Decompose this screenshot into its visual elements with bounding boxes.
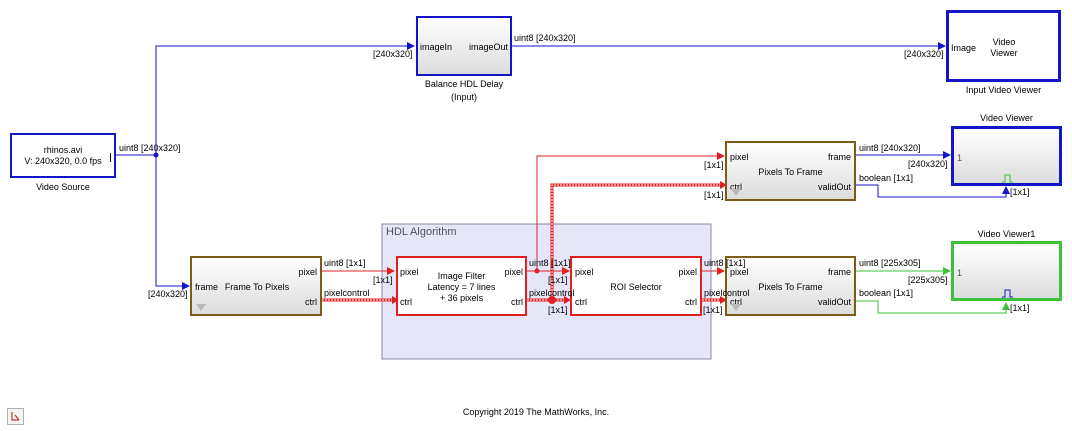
pixels-to-frame-top-block[interactable]: pixel ctrl frame validOut Pixels To Fram… [725, 141, 856, 201]
branch-dot [153, 152, 159, 158]
model-browser-icon[interactable] [7, 408, 24, 425]
ptf-top-pixel-port: pixel [730, 152, 749, 162]
roi-pixel-in: pixel [575, 267, 594, 277]
input-video-viewer-block[interactable]: Image Video Viewer [946, 10, 1061, 82]
input-video-viewer-name: Input Video Viewer [965, 85, 1042, 95]
roi-ctrl-in: ctrl [575, 297, 587, 307]
image-port: Image [951, 43, 977, 53]
ctrl-bus-inner [322, 184, 722, 301]
red-signals [322, 152, 725, 275]
f2p-in-dim: [240x320] [148, 289, 188, 299]
ptf-top-ctrl-port: ctrl [730, 182, 742, 192]
delay-in-dim: [240x320] [373, 49, 413, 59]
pixels-to-frame-bottom-block[interactable]: pixel ctrl frame validOut Pixels To Fram… [725, 256, 856, 316]
filter-pixel-in-dim: [1x1] [373, 275, 393, 285]
ptf-bot-valid-dim: [1x1] [1010, 303, 1030, 313]
down-arrow-icon [731, 304, 741, 311]
roi-pixel-out: pixel [678, 267, 697, 277]
ptf-bot-title: Pixels To Frame [758, 282, 823, 292]
roi-ctrl-out: ctrl [685, 297, 697, 307]
ptf-bot-frame-dim: [225x305] [908, 275, 948, 285]
image-filter-block[interactable]: pixel ctrl pixel ctrl Image Filter Laten… [396, 256, 527, 316]
pixel-branch-dot [534, 268, 540, 274]
copyright-text: Copyright 2019 The MathWorks, Inc. [462, 407, 610, 417]
video-source-name: Video Source [36, 182, 90, 192]
down-arrow-icon [196, 304, 206, 311]
f2p-ctrl-label: pixelcontrol [324, 288, 370, 298]
ptf-top-frame-dim: [240x320] [908, 159, 948, 169]
ptf-top-title: Pixels To Frame [758, 167, 823, 177]
frame-port: frame [195, 282, 219, 292]
ctrl-bus-arrows [392, 181, 727, 304]
ptf-top-valid-label: boolean [1x1] [859, 173, 914, 183]
blue-signals [116, 42, 1010, 290]
f2p-pixel-label: uint8 [1x1] [324, 258, 366, 268]
down-arrow-icon [731, 189, 741, 196]
green-signals [856, 267, 1010, 314]
filter-out-ctrl-label: pixelcontrol [529, 288, 575, 298]
video-viewer-name: Video Viewer [980, 113, 1033, 123]
input-viewer-line1: Video [992, 37, 1016, 47]
balance-hdl-delay-name1: Balance HDL Delay [424, 79, 504, 89]
video-viewer1-block[interactable]: 1 [951, 241, 1062, 301]
arrow-icon [11, 412, 20, 421]
image-filter-line2: Latency = 7 lines [427, 282, 496, 292]
filter-out-pixel-label: uint8 [1x1] [529, 258, 571, 268]
ptf-top-pixel-dim: [1x1] [704, 160, 724, 170]
ptf-bot-ctrl-port: ctrl [730, 297, 742, 307]
roi-out-ctrl-label: pixelcontrol [704, 288, 750, 298]
imageout-port: imageOut [468, 42, 508, 52]
video-viewer-port: 1 [957, 153, 963, 163]
frame-to-pixels-block[interactable]: frame Frame To Pixels pixel ctrl [190, 256, 322, 316]
roi-in-dim-top: [1x1] [548, 275, 568, 285]
filter-pixel-out: pixel [504, 267, 523, 277]
video-viewer1-port: 1 [957, 268, 963, 278]
roi-in-dim-bottom: [1x1] [548, 305, 568, 315]
video-source-block[interactable]: rhinos.avi V: 240x320, 0.0 fps [10, 133, 116, 178]
filter-pixel-in: pixel [400, 267, 419, 277]
roi-selector-block[interactable]: pixel ctrl pixel ctrl ROI Selector [570, 256, 702, 316]
to-delay-line [155, 42, 415, 155]
pulse-icon [1002, 174, 1013, 183]
filter-ctrl-in: ctrl [400, 297, 412, 307]
roi-out-dim: [1x1] [703, 305, 723, 315]
ptf-top-frame-port: frame [827, 152, 851, 162]
ctrl-branch-dot [548, 296, 556, 304]
ptf-bot-frame-port: frame [827, 267, 851, 277]
ptf-top-valid-dim: [1x1] [1010, 187, 1030, 197]
input-viewer-line2: Viewer [990, 48, 1018, 58]
delay-out-label: uint8 [240x320] [514, 33, 576, 43]
ptf-bot-valid-port: validOut [817, 297, 851, 307]
imagein-port: imageIn [420, 42, 453, 52]
to-frame-to-pixels-line [155, 155, 190, 290]
valid-top-line [856, 184, 1010, 198]
balance-hdl-delay-name2: (Input) [450, 92, 477, 102]
roi-selector-title: ROI Selector [610, 282, 662, 292]
ptf-top-ctrl-dim: [1x1] [704, 190, 724, 200]
ptf-bot-frame-label: uint8 [225x305] [859, 258, 921, 268]
balance-hdl-delay-block[interactable]: imageIn imageOut [416, 16, 512, 76]
image-filter-line3: + 36 pixels [439, 293, 484, 303]
video-source-format: V: 240x320, 0.0 fps [24, 156, 102, 166]
frame-to-pixels-title: Frame To Pixels [224, 282, 290, 292]
filter-ctrl-out: ctrl [511, 297, 523, 307]
video-viewer-block[interactable]: 1 [951, 126, 1062, 186]
roi-out-pixel-label: uint8 [1x1] [704, 258, 746, 268]
viewer-in-dim: [240x320] [904, 49, 944, 59]
image-filter-line1: Image Filter [437, 271, 486, 281]
ptf-bot-pixel-port: pixel [730, 267, 749, 277]
pulse-icon [1002, 289, 1013, 298]
ptf-bot-valid-label: boolean [1x1] [859, 288, 914, 298]
ptf-top-frame-label: uint8 [240x320] [859, 143, 921, 153]
pixel-port: pixel [298, 267, 317, 277]
ctrl-port: ctrl [305, 297, 317, 307]
video-viewer1-name: Video Viewer1 [977, 229, 1036, 239]
video-source-file: rhinos.avi [43, 145, 83, 155]
hdl-algorithm-title: HDL Algorithm [386, 226, 457, 238]
port-mark [110, 153, 111, 162]
ptf-top-valid-port: validOut [817, 182, 851, 192]
source-out-label: uint8 [240x320] [119, 143, 181, 153]
